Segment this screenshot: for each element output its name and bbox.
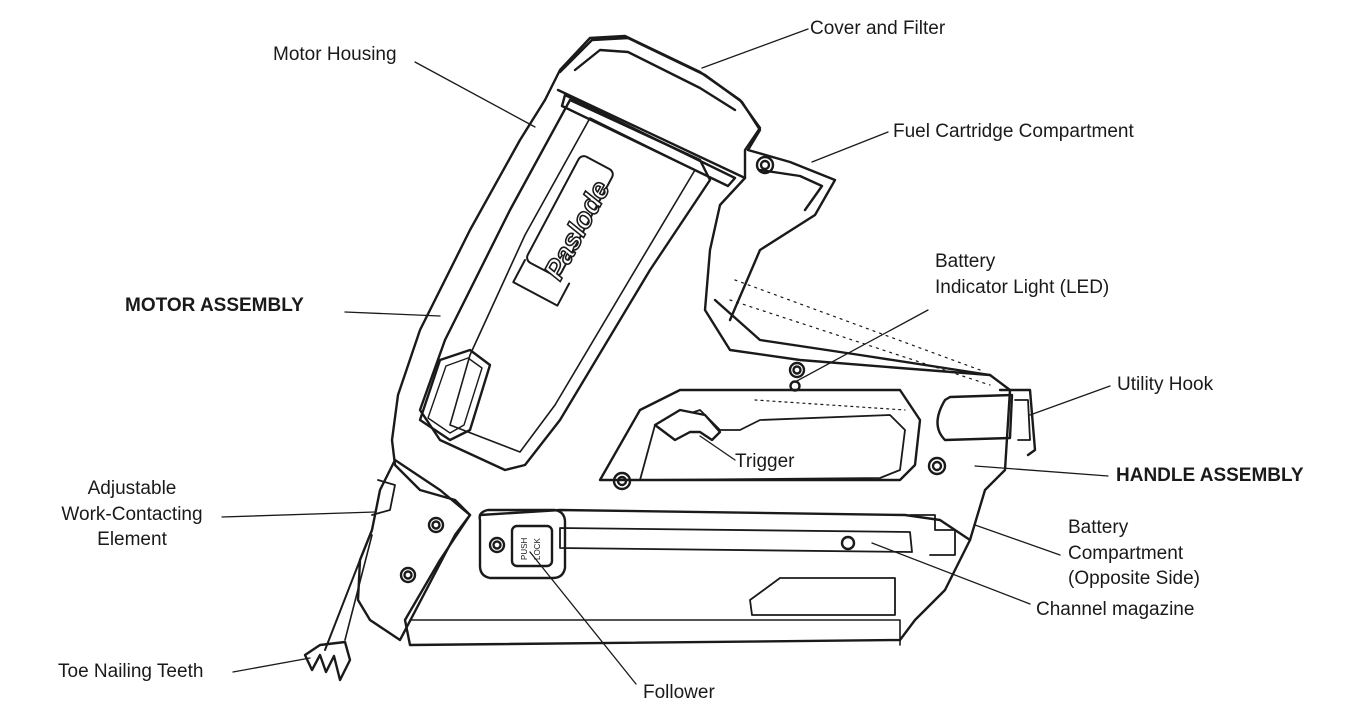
label-motor-housing: Motor Housing [273, 44, 397, 65]
label-battery-compartment-line2: Compartment [1068, 543, 1184, 564]
label-cover-and-filter: Cover and Filter [810, 18, 946, 39]
fuel-compartment-inner [760, 170, 822, 210]
handle-top-grip [715, 300, 990, 375]
screw-handle-left [614, 473, 630, 489]
toe-nailing-teeth [305, 642, 350, 680]
leader-adjustable-element [222, 512, 375, 517]
cover-and-filter-part [560, 38, 760, 150]
leader-motor-assembly [345, 312, 440, 316]
leader-toe-nailing-teeth [233, 658, 310, 672]
label-channel-magazine: Channel magazine [1036, 599, 1195, 620]
label-handle-assembly: HANDLE ASSEMBLY [1116, 465, 1304, 486]
label-battery-compartment-line1: Battery [1068, 517, 1129, 538]
work-contacting-element [358, 460, 470, 640]
label-battery-indicator-line1: Battery [935, 251, 996, 272]
leader-battery-compartment [975, 525, 1060, 555]
motor-housing-panel [420, 100, 710, 470]
label-battery-indicator-line2: Indicator Light (LED) [935, 277, 1110, 298]
leader-fuel-cartridge [812, 132, 888, 162]
push-lock-button [512, 526, 552, 566]
motor-assembly-outline [392, 36, 1010, 645]
cover-ridge [575, 50, 735, 110]
fuel-screw [757, 157, 773, 173]
screw-mid [790, 363, 804, 377]
screw-handle-right [929, 458, 945, 474]
label-utility-hook: Utility Hook [1117, 374, 1214, 395]
handle-ribs-lower [755, 400, 905, 410]
label-motor-assembly: MOTOR ASSEMBLY [125, 295, 304, 316]
follower-part [480, 510, 565, 578]
leader-handle-assembly [975, 466, 1108, 476]
handle-ribs [735, 280, 980, 370]
utility-hook-part [938, 390, 1036, 455]
leader-utility-hook [1030, 386, 1110, 415]
label-fuel-cartridge-compartment: Fuel Cartridge Compartment [893, 121, 1134, 142]
push-text: PUSH [520, 538, 529, 560]
motor-grip [420, 350, 490, 440]
label-follower: Follower [643, 682, 715, 703]
leader-channel-magazine [872, 543, 1030, 604]
trigger [655, 410, 720, 440]
paslode-logo [513, 154, 625, 306]
channel-magazine-part [480, 510, 970, 540]
label-adjustable-line2: Work-Contacting [61, 504, 203, 525]
magazine-window [750, 578, 895, 615]
label-adjustable-line1: Adjustable [87, 478, 177, 499]
leader-cover-and-filter [702, 29, 808, 68]
leader-trigger [700, 436, 735, 460]
label-battery-compartment-line3: (Opposite Side) [1068, 568, 1201, 589]
handle-assembly [600, 390, 920, 480]
fuel-compartment [730, 150, 835, 320]
label-toe-nailing-teeth: Toe Nailing Teeth [58, 661, 204, 682]
label-adjustable-line3: Element [97, 529, 167, 550]
cover-lower-edge [558, 90, 745, 178]
leader-motor-housing [415, 62, 535, 127]
leader-follower [530, 552, 636, 684]
leader-battery-indicator [795, 310, 928, 382]
lock-text: LOCK [533, 538, 542, 560]
label-trigger: Trigger [735, 451, 795, 472]
